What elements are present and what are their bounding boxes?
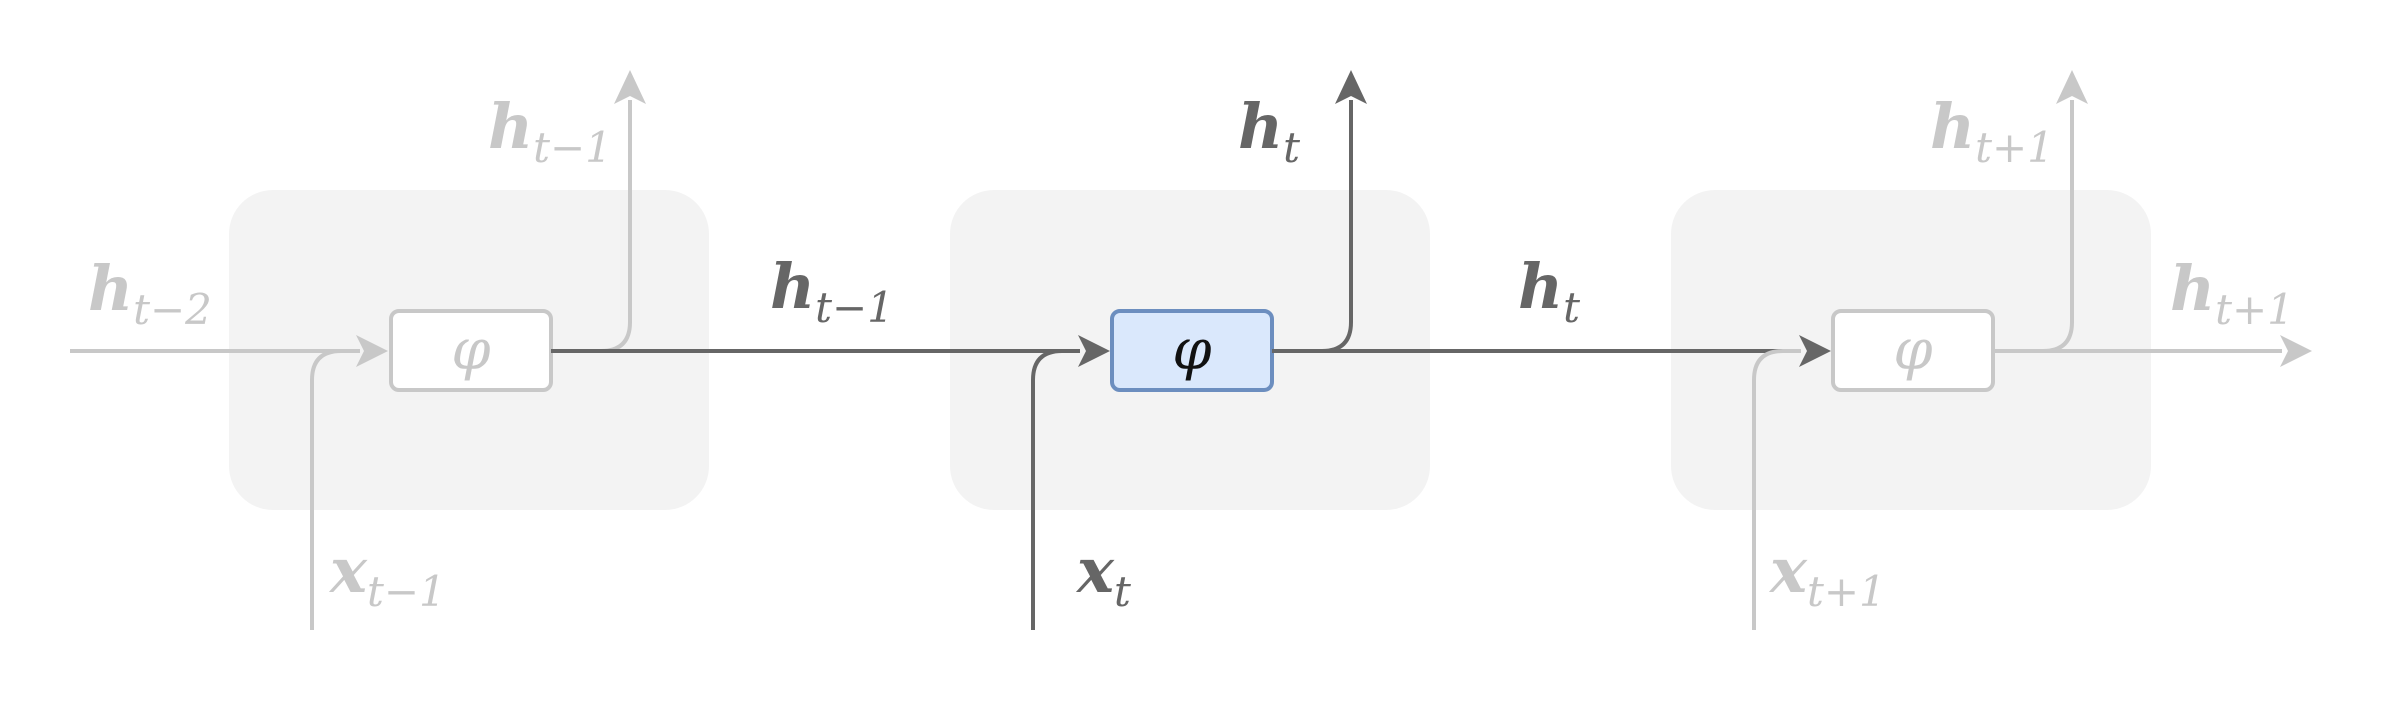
label-link-2-3: ht [1518, 250, 1580, 332]
arrowhead-outgoing [2280, 335, 2312, 367]
phi-symbol-current: φ [1172, 318, 1211, 383]
label-output-next: ht+1 [1930, 90, 2054, 172]
phi-symbol-next: φ [1893, 318, 1932, 383]
input-line-current [1031, 349, 1080, 630]
label-input-current: xt [1075, 534, 1131, 616]
arrowhead-output-prev [614, 70, 646, 104]
phi-symbol-prev: φ [451, 318, 490, 383]
input-line-next [1752, 349, 1801, 630]
label-input-prev: xt−1 [328, 534, 446, 616]
label-output-current: ht [1238, 90, 1300, 172]
label-link-1-2: ht−1 [770, 250, 894, 332]
label-incoming: ht−2 [88, 252, 212, 334]
label-input-next: xt+1 [1768, 534, 1886, 616]
input-line-prev [310, 349, 360, 630]
label-outgoing: ht+1 [2170, 252, 2294, 334]
arrowhead-output-current [1335, 70, 1367, 104]
arrowhead-output-next [2056, 70, 2088, 104]
arrowhead-into-phi-next [1799, 335, 1831, 367]
arrowhead-into-phi-prev [356, 335, 388, 367]
arrowhead-into-phi-current [1078, 335, 1110, 367]
label-output-prev: ht−1 [488, 90, 612, 172]
